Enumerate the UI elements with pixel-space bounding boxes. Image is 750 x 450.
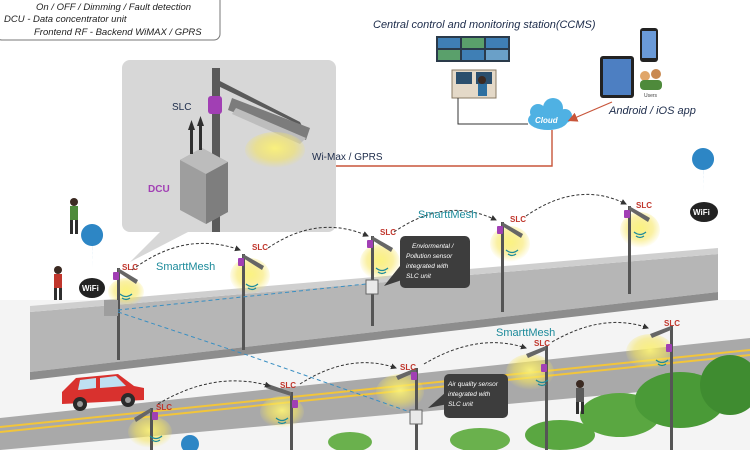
ccms-title: Central control and monitoring station(C… — [373, 19, 596, 31]
operator-desk — [451, 69, 497, 99]
person-icon — [70, 198, 78, 234]
legend-box: On / OFF / Dimming / Fault detection DCU… — [0, 0, 221, 41]
svg-text:SLC: SLC — [122, 263, 138, 272]
street-light-pole — [230, 254, 270, 350]
mobile-devices: Users — [600, 28, 662, 99]
street-light-pole — [360, 236, 400, 326]
legend-line-3: Frontend RF - Backend WiMAX / GPRS — [34, 27, 202, 38]
street-light-pole — [128, 408, 172, 450]
inset-panel: SLC DCU — [122, 60, 336, 262]
car-icon — [62, 374, 144, 411]
legend-line-1: On / OFF / Dimming / Fault detection — [36, 2, 191, 13]
svg-text:SLC: SLC — [534, 339, 550, 348]
mesh-label-1: SmarttMesh — [156, 261, 215, 273]
svg-text:SLC: SLC — [380, 228, 396, 237]
street-light-pole — [620, 206, 660, 294]
monitor-wall — [436, 36, 510, 62]
users-label: Users — [644, 93, 658, 99]
svg-text:Pollution sensor: Pollution sensor — [406, 253, 453, 260]
street-light-pole — [490, 222, 530, 312]
person-icon — [54, 266, 62, 300]
wireless-signal-icons — [119, 231, 669, 443]
street-light-pole — [260, 384, 304, 450]
wifi-badge-bottom — [181, 435, 199, 450]
dcu-links — [117, 283, 411, 413]
svg-text:Air quality sensor: Air quality sensor — [447, 381, 499, 388]
mesh-links-upper — [131, 193, 627, 271]
wimax-label: Wi-Max / GPRS — [312, 152, 383, 163]
inset-slc-label: SLC — [172, 102, 191, 113]
street-light-pole — [506, 346, 554, 450]
inset-dcu-label: DCU — [148, 184, 170, 195]
env-sensor-note: Enviormental / Pollution sensor integrat… — [384, 236, 470, 288]
svg-text:SLC: SLC — [636, 201, 652, 210]
wifi-label-left: WiFi — [82, 284, 99, 293]
svg-text:SLC unit: SLC unit — [448, 401, 474, 408]
svg-text:SLC: SLC — [400, 363, 416, 372]
cloud-label: Cloud — [535, 116, 559, 125]
ccms-to-cloud-line — [457, 98, 528, 125]
svg-text:SLC: SLC — [510, 215, 526, 224]
street-light-pole — [376, 368, 424, 450]
street-light-pole — [104, 268, 144, 360]
svg-text:SLC: SLC — [664, 319, 680, 328]
trees — [328, 355, 750, 450]
mesh-label-3: SmarttMesh — [496, 327, 555, 339]
app-to-cloud-arrow — [567, 101, 613, 122]
street-light-pole — [626, 326, 674, 450]
svg-text:integrated with: integrated with — [406, 263, 449, 270]
slc-labels: SLC SLC SLC SLC SLC SLC SLC SLC SLC SLC — [122, 201, 680, 412]
lower-road — [0, 338, 750, 450]
svg-text:SLC unit: SLC unit — [406, 273, 432, 280]
svg-text:SLC: SLC — [280, 381, 296, 390]
mesh-links-lower — [157, 321, 649, 405]
app-label: Android / iOS app — [608, 105, 696, 117]
person-icon — [576, 380, 584, 414]
air-sensor-note: Air quality sensor integrated with SLC u… — [428, 374, 508, 418]
legend-line-2: DCU - Data concentrator unit — [4, 14, 127, 25]
svg-text:SLC: SLC — [156, 403, 172, 412]
wifi-badge-left: WiFi — [79, 224, 105, 298]
wifi-label-right: WiFi — [693, 208, 710, 217]
svg-text:integrated with: integrated with — [448, 391, 491, 398]
mesh-label-2: SmarttMesh — [418, 209, 477, 221]
cloud-icon: Cloud — [528, 98, 572, 130]
svg-text:Enviormental /: Enviormental / — [412, 243, 455, 250]
svg-text:SLC: SLC — [252, 243, 268, 252]
wifi-badge-right: WiFi — [690, 148, 718, 222]
